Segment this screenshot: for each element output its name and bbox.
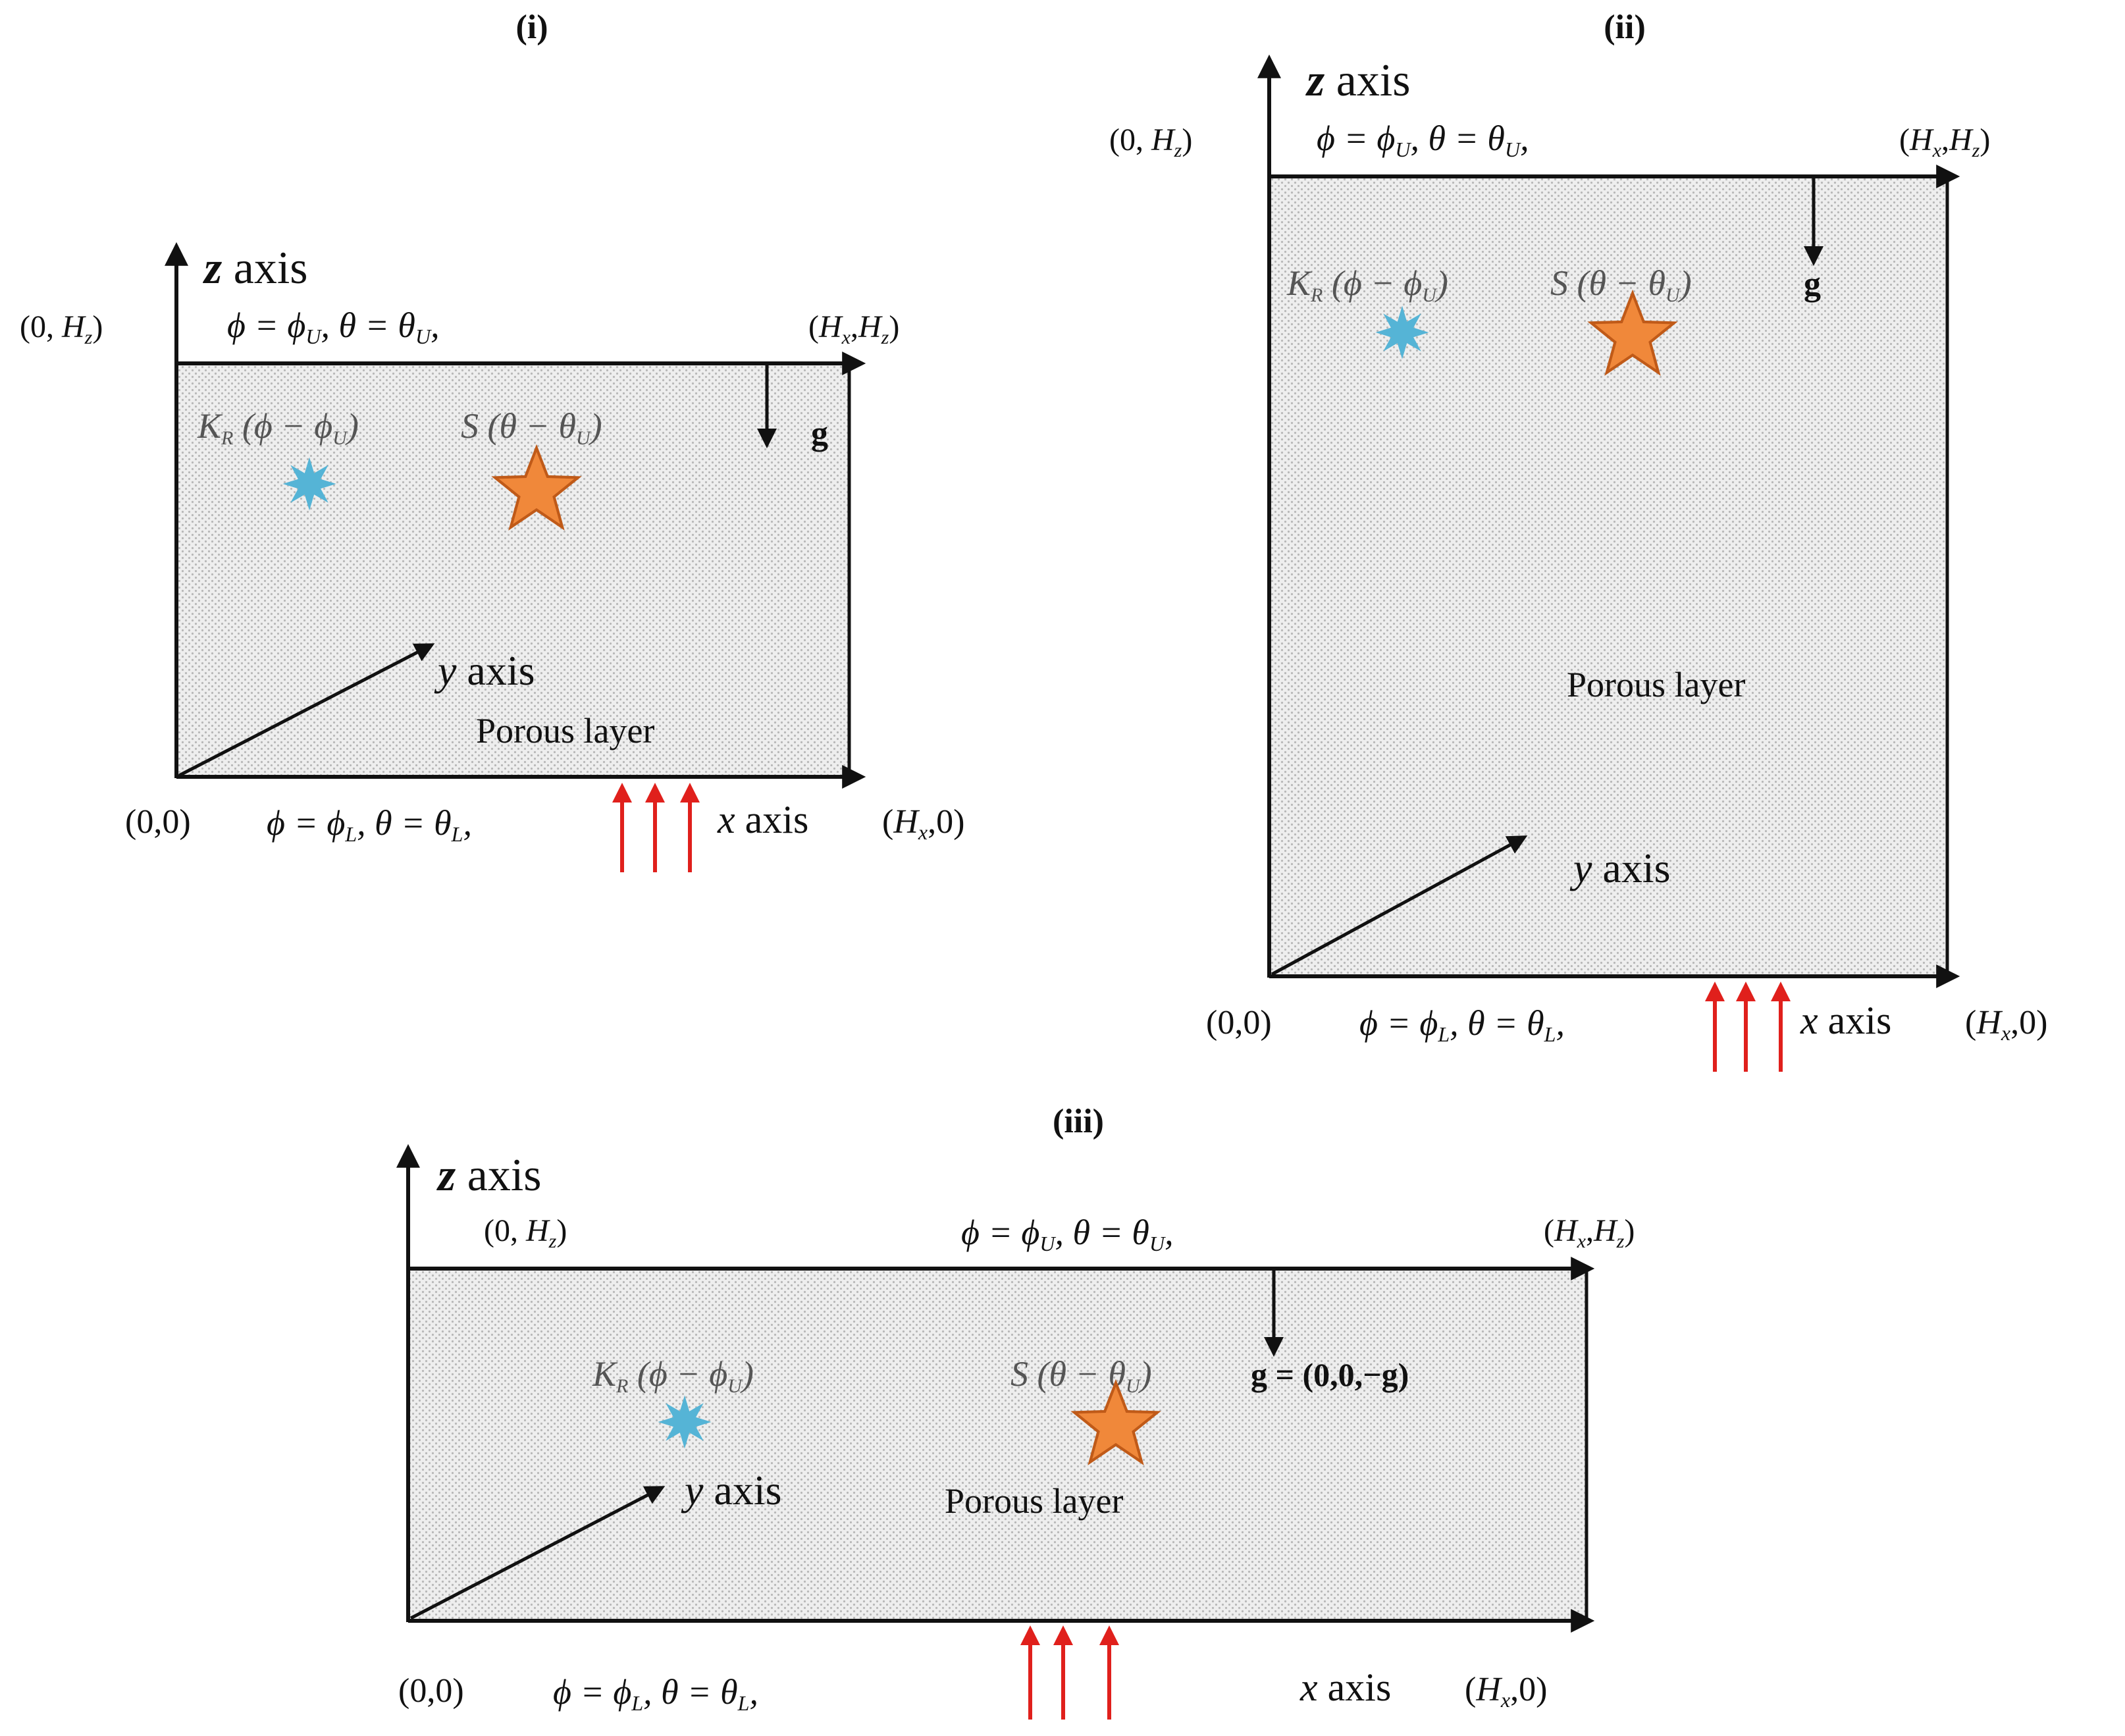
panel-i-upper-bc: ϕ = ϕU, θ = θU, <box>227 305 440 348</box>
panel-i-y-axis <box>178 643 435 777</box>
panel-iii-layer-label: Porous layer <box>945 1481 1123 1521</box>
panel-ii-lower-bc: ϕ = ϕL, θ = θL, <box>1359 1003 1565 1046</box>
panel-i-reaction-term: KR (ϕ − ϕU) <box>197 406 359 449</box>
panel-ii-bottom-right-corner: (Hx,0) <box>1965 1004 2047 1045</box>
panel-ii-z-axis-label: z axis <box>1305 55 1411 106</box>
panel-iii-heating-arrows <box>1020 1625 1119 1720</box>
panel-i-y-axis-label: y axis <box>434 647 535 694</box>
panel-i-burst-icon <box>282 457 336 511</box>
panel-ii-layer-label: Porous layer <box>1567 665 1745 704</box>
panel-iii-source-term: S (θ − θU) <box>1010 1354 1152 1397</box>
panel-iii-bottom-right-corner: (Hx,0) <box>1465 1671 1547 1712</box>
panel-ii-gravity-label: g <box>1804 265 1821 303</box>
panel-iii-lower-bc: ϕ = ϕL, θ = θL, <box>553 1672 758 1715</box>
panel-ii-burst-icon <box>1375 305 1429 359</box>
panel-i-bottom-right-corner: (Hx,0) <box>882 803 964 844</box>
panel-ii-heating-arrows <box>1705 982 1791 1072</box>
panel-ii-porous-layer <box>1269 176 1947 976</box>
panel-i-bottom-left-corner: (0,0) <box>125 803 191 841</box>
panel-ii-x-axis-label: x axis <box>1800 999 1891 1042</box>
panel-ii-top-left-corner: (0, Hz) <box>1109 122 1192 161</box>
panel-iii-upper-bc: ϕ = ϕU, θ = θU, <box>961 1213 1174 1255</box>
panel-iii-top-right-corner: (Hx,Hz) <box>1544 1213 1635 1252</box>
panel-i-layer-label: Porous layer <box>476 711 654 750</box>
panel-iii: (iii) z axis (0, Hz) ϕ = ϕU, θ = θU, (Hx… <box>396 1103 1635 1720</box>
panel-ii: (ii) z axis (0, Hz) ϕ = ϕU, θ = θU, (Hx,… <box>1109 9 2047 1072</box>
panel-i-title: (i) <box>515 9 548 46</box>
panel-iii-title: (iii) <box>1053 1103 1104 1140</box>
panel-iii-gravity-label: g = (0,0,−g) <box>1251 1356 1409 1393</box>
panel-iii-bottom-left-corner: (0,0) <box>398 1672 464 1710</box>
panel-iii-z-axis-label: z axis <box>436 1150 542 1201</box>
panel-iii-y-axis-label: y axis <box>681 1467 782 1513</box>
panel-i-top-left-corner: (0, Hz) <box>20 309 103 348</box>
panel-iii-top-left-corner: (0, Hz) <box>484 1213 567 1252</box>
panel-ii-title: (ii) <box>1604 9 1646 46</box>
panel-iii-porous-layer <box>408 1269 1587 1621</box>
panel-i-heating-arrows <box>612 783 700 872</box>
panel-iii-burst-icon <box>658 1395 712 1449</box>
panel-iii-x-axis-label: x axis <box>1299 1666 1391 1709</box>
panel-i-lower-bc: ϕ = ϕL, θ = θL, <box>267 803 472 846</box>
panel-ii-y-axis <box>1271 835 1528 976</box>
panel-ii-bottom-left-corner: (0,0) <box>1206 1004 1272 1041</box>
panel-ii-top-right-corner: (Hx,Hz) <box>1899 122 1990 161</box>
panel-ii-upper-bc: ϕ = ϕU, θ = θU, <box>1317 118 1529 161</box>
panel-i-porous-layer <box>176 363 849 777</box>
panel-i-x-axis-label: x axis <box>717 798 808 841</box>
panel-i-z-axis-label: z axis <box>203 243 308 294</box>
panel-ii-y-axis-label: y axis <box>1569 845 1671 891</box>
panel-i: (i) z axis (0, Hz) ϕ = ϕU, θ = θU, (Hx,H… <box>20 9 964 872</box>
panel-i-gravity-label: g <box>811 415 828 452</box>
panel-iii-y-axis <box>409 1486 666 1620</box>
panel-i-top-right-corner: (Hx,Hz) <box>808 309 899 348</box>
